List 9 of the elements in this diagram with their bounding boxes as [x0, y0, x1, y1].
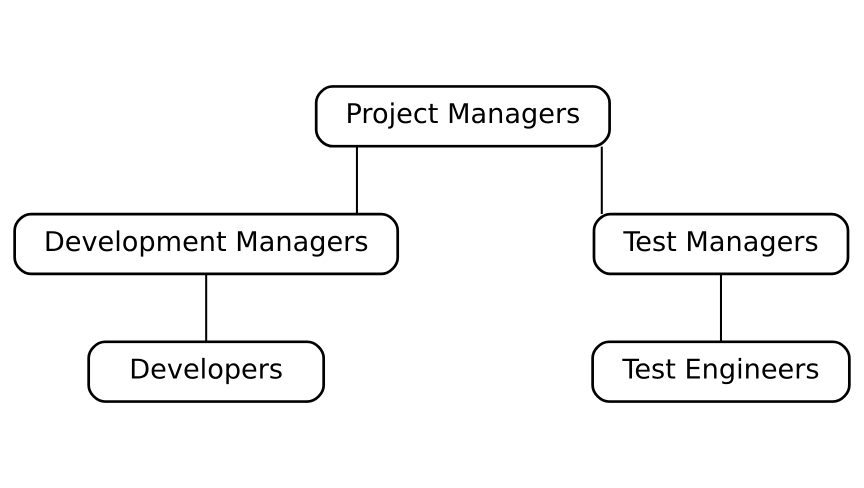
- connector: [600, 146, 603, 214]
- connector: [205, 274, 208, 342]
- connector: [356, 146, 358, 214]
- node-box: Project Managers: [314, 85, 611, 148]
- node-box: Developers: [87, 340, 326, 403]
- node-box: Test Managers: [592, 212, 850, 276]
- node-box: Development Managers: [13, 212, 400, 276]
- node-box: Test Engineers: [591, 340, 851, 403]
- connector: [720, 274, 722, 342]
